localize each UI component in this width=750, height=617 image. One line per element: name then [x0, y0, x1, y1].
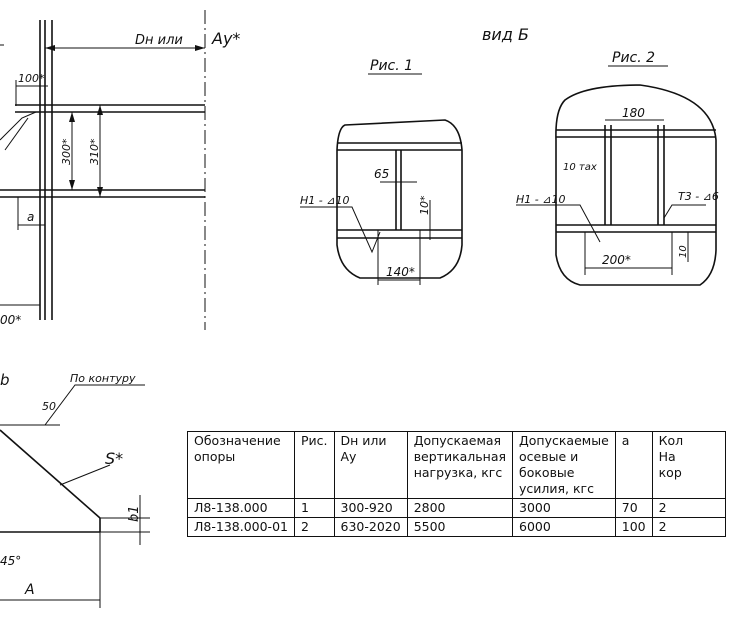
cell: 2 [651, 517, 726, 537]
label-contour: По контуру [70, 372, 136, 385]
dim-a: a [27, 210, 34, 224]
dim-180: 180 [622, 106, 645, 120]
label-ay: Aу* [211, 29, 240, 48]
figure-2-view [516, 84, 717, 286]
header-a: a [614, 431, 653, 499]
weld-h1-fig1: H1 - ⊿10 [300, 194, 349, 207]
cell: 3000 [512, 498, 616, 518]
figure-1-view [300, 119, 463, 285]
main-view [0, 10, 206, 330]
weld-h1-fig2: H1 - ⊿10 [516, 193, 565, 206]
cell: 6000 [512, 517, 616, 537]
cell: 5500 [406, 517, 514, 537]
label-dn: Dн или [135, 33, 183, 48]
cell: 2 [651, 498, 726, 518]
label-b1: b1 [127, 505, 142, 522]
cell: 2800 [406, 498, 514, 518]
dim-10-right: 10 [678, 245, 689, 258]
label-view-b: вид Б [482, 25, 529, 44]
cell: 1 [293, 498, 335, 518]
cell: 2 [293, 517, 335, 537]
dim-300: 300* [60, 138, 73, 165]
dim-140: 140* [386, 265, 415, 279]
header-fig: Рис. [293, 431, 335, 499]
dim-10v: 10* [418, 195, 431, 215]
header-qty: Кол На кор [651, 431, 726, 499]
dim-10-max: 10 тах [563, 162, 597, 173]
dim-65: 65 [374, 167, 389, 181]
table-header-row: Обозначение опоры Рис. Dн или Aу Допуска… [187, 431, 726, 499]
weld-t3-fig2: T3 - ⊿6 [678, 190, 719, 203]
header-axial-force: Допускаемые осевые и боковые усилия, кгс [512, 431, 616, 499]
header-vertical-load: Допускаемая вертикальная нагрузка, кгс [406, 431, 514, 499]
label-s: S* [105, 449, 123, 468]
label-A: A [24, 582, 35, 598]
label-fig1: Рис. 1 [370, 58, 413, 74]
cell: Л8-138.000 [187, 498, 295, 518]
cell: 100 [614, 517, 653, 537]
label-b: b [0, 371, 10, 389]
weld-detail-view [0, 384, 150, 608]
dim-00: 00* [0, 313, 21, 327]
table-row: Л8-138.000 1 300-920 2800 3000 70 2 [187, 498, 726, 518]
support-spec-table: Обозначение опоры Рис. Dн или Aу Допуска… [187, 431, 726, 537]
header-dn: Dн или Aу [333, 431, 408, 499]
cell: 630-2020 [333, 517, 408, 537]
cell: 300-920 [333, 498, 408, 518]
dim-310: 310* [88, 138, 101, 165]
header-designation: Обозначение опоры [187, 431, 295, 499]
table-row: Л8-138.000-01 2 630-2020 5500 6000 100 2 [187, 517, 726, 537]
dim-50: 50 [42, 400, 56, 413]
dim-200: 200* [602, 253, 631, 267]
dim-100: 100* [18, 72, 45, 85]
cell: 70 [614, 498, 653, 518]
label-45: 45° [0, 554, 21, 568]
cell: Л8-138.000-01 [187, 517, 295, 537]
label-fig2: Рис. 2 [612, 50, 655, 66]
